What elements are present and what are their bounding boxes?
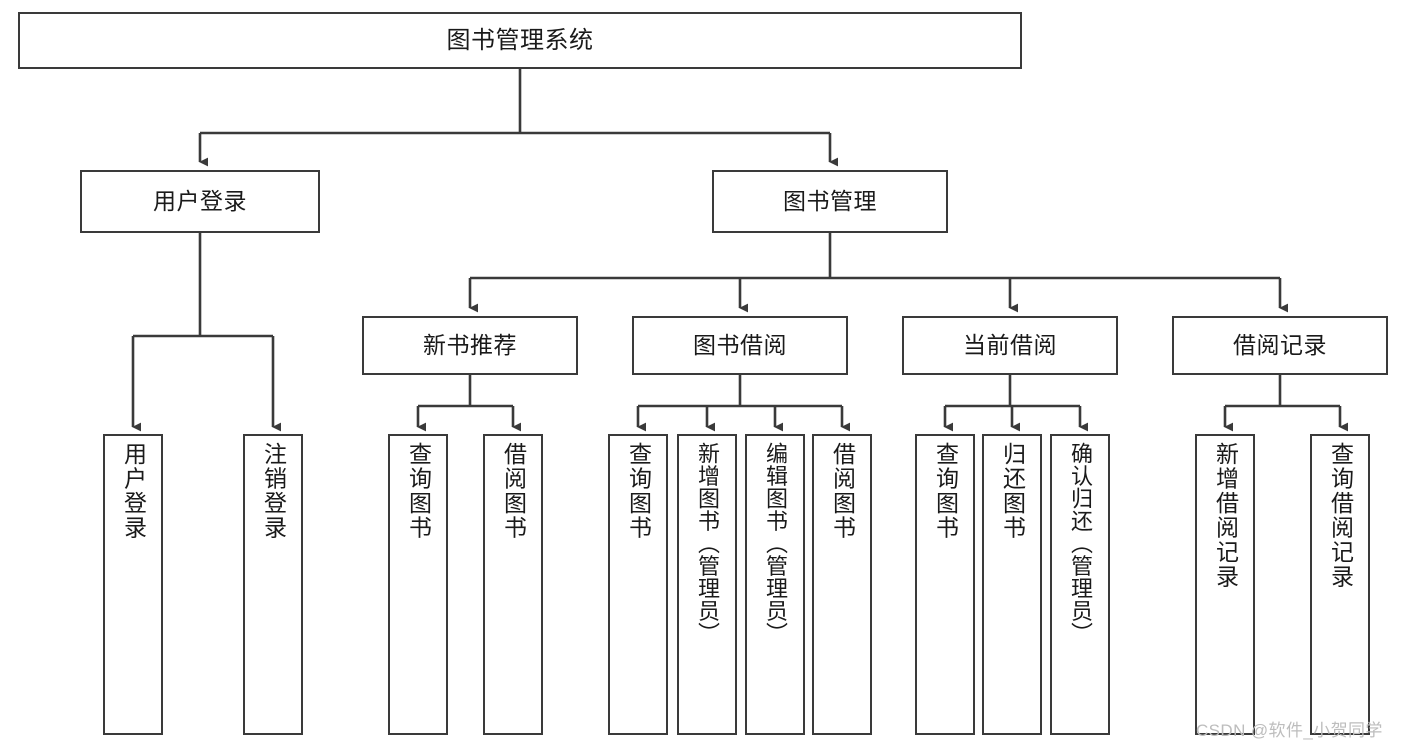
node-label: 新增借阅记录 <box>1212 442 1239 589</box>
node-label: 借阅图书 <box>500 442 527 540</box>
node-label: 新书推荐 <box>423 332 517 359</box>
node-label: 编辑图书（管理员） <box>763 442 788 645</box>
leaf-current-borrow-2[interactable]: 确认归还（管理员） <box>1050 434 1110 735</box>
node-label: 借阅图书 <box>829 442 856 540</box>
node-label: 图书管理系统 <box>446 26 594 54</box>
watermark-text: CSDN @软件_小贺同学 <box>1196 721 1383 740</box>
node-current-borrow[interactable]: 当前借阅 <box>902 316 1118 375</box>
node-label: 新增图书（管理员） <box>695 442 720 645</box>
node-user-login[interactable]: 用户登录 <box>80 170 320 233</box>
node-label: 用户登录 <box>153 188 247 215</box>
node-root-library-system[interactable]: 图书管理系统 <box>18 12 1022 69</box>
leaf-book-borrow-2[interactable]: 编辑图书（管理员） <box>745 434 805 735</box>
leaf-current-borrow-1[interactable]: 归还图书 <box>982 434 1042 735</box>
node-book-management[interactable]: 图书管理 <box>712 170 948 233</box>
node-label: 借阅记录 <box>1233 332 1327 359</box>
leaf-book-borrow-0[interactable]: 查询图书 <box>608 434 668 735</box>
node-label: 用户登录 <box>120 442 147 540</box>
node-label: 查询图书 <box>932 442 959 540</box>
node-label: 确认归还（管理员） <box>1068 442 1093 645</box>
leaf-user-login-0[interactable]: 用户登录 <box>103 434 163 735</box>
node-label: 图书管理 <box>783 188 877 215</box>
leaf-book-borrow-1[interactable]: 新增图书（管理员） <box>677 434 737 735</box>
node-label: 查询图书 <box>405 442 432 540</box>
leaf-new-book-recommend-1[interactable]: 借阅图书 <box>483 434 543 735</box>
node-book-borrow[interactable]: 图书借阅 <box>632 316 848 375</box>
leaf-current-borrow-0[interactable]: 查询图书 <box>915 434 975 735</box>
leaf-borrow-record-0[interactable]: 新增借阅记录 <box>1195 434 1255 735</box>
node-new-book-recommend[interactable]: 新书推荐 <box>362 316 578 375</box>
node-label: 查询图书 <box>625 442 652 540</box>
node-label: 图书借阅 <box>693 332 787 359</box>
leaf-borrow-record-1[interactable]: 查询借阅记录 <box>1310 434 1370 735</box>
leaf-book-borrow-3[interactable]: 借阅图书 <box>812 434 872 735</box>
node-borrow-record[interactable]: 借阅记录 <box>1172 316 1388 375</box>
node-label: 查询借阅记录 <box>1327 442 1354 589</box>
node-label: 注销登录 <box>260 442 287 540</box>
leaf-new-book-recommend-0[interactable]: 查询图书 <box>388 434 448 735</box>
node-label: 当前借阅 <box>963 332 1057 359</box>
node-label: 归还图书 <box>999 442 1026 540</box>
leaf-user-login-1[interactable]: 注销登录 <box>243 434 303 735</box>
